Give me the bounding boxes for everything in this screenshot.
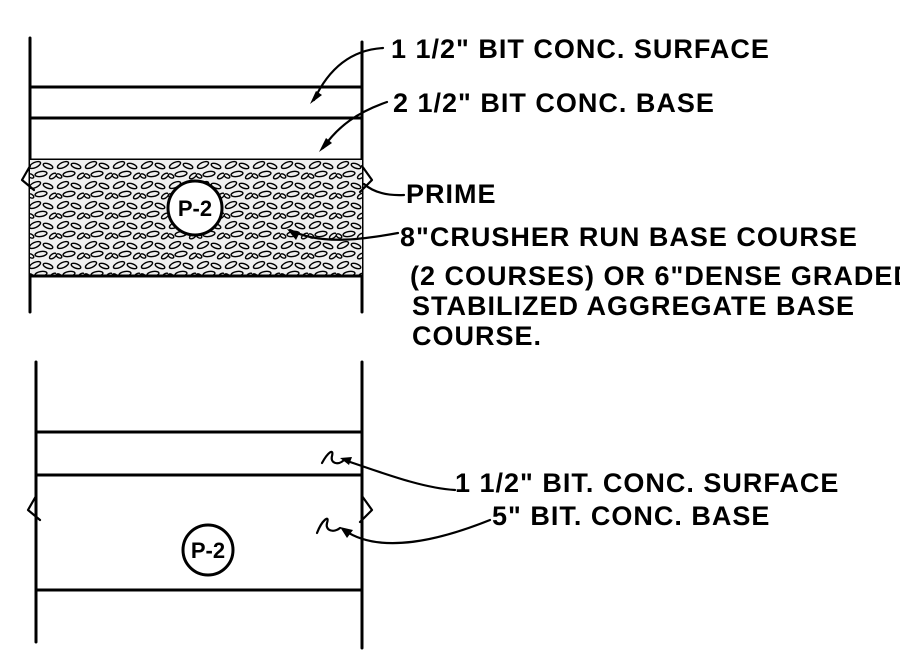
crusher-run-label-line-1: 8"CRUSHER RUN BASE COURSE: [400, 222, 858, 252]
base-course-label: 2 1/2" BIT CONC. BASE: [393, 88, 715, 118]
prime-leader: [362, 182, 406, 197]
section-2-surface-leader-arrow: [342, 458, 457, 492]
base-squiggle: [315, 517, 342, 535]
prime-label: PRIME: [406, 179, 497, 209]
section-2-break-mark-right: [358, 494, 374, 524]
surface-course-label: 1 1/2" BIT CONC. SURFACE: [391, 34, 770, 64]
section-2-base-leader-arrow: [342, 518, 492, 545]
section-1-tag-circle: [166, 179, 224, 237]
crusher-run-label-line-4: COURSE.: [412, 321, 542, 351]
section-2-break-mark-left: [26, 494, 42, 522]
crusher-run-label-line-2: (2 COURSES) OR 6"DENSE GRADED: [410, 261, 900, 291]
base-leader-arrow: [321, 100, 389, 150]
break-mark-left: [20, 164, 36, 192]
surface-leader-arrow: [312, 46, 385, 102]
section-2: P-2 1 1/2" BIT. CONC. SURFACE 5" BIT. CO…: [26, 360, 839, 650]
break-mark-right: [358, 164, 374, 194]
section-2-tag-label: P-2: [191, 538, 225, 563]
section-2-tag-circle: [181, 523, 235, 577]
crusher-leader-arrow: [288, 228, 400, 241]
base-arrowhead: [319, 138, 332, 152]
crusher-arrowhead: [287, 229, 300, 240]
section-2-surface-label: 1 1/2" BIT. CONC. SURFACE: [455, 468, 839, 498]
section-1: P-2 1 1/2" BIT CONC. SURFACE 2 1/2" BIT …: [20, 34, 900, 351]
section-1-tag-label: P-2: [178, 196, 212, 221]
surface-squiggle: [320, 450, 346, 465]
crusher-run-label-line-3: STABILIZED AGGREGATE BASE: [412, 291, 855, 321]
section-2-base-arrowhead: [340, 527, 353, 538]
section-2-base-label: 5" BIT. CONC. BASE: [492, 501, 770, 531]
section-2-surface-arrowhead: [340, 457, 352, 465]
surface-arrowhead: [310, 91, 322, 104]
